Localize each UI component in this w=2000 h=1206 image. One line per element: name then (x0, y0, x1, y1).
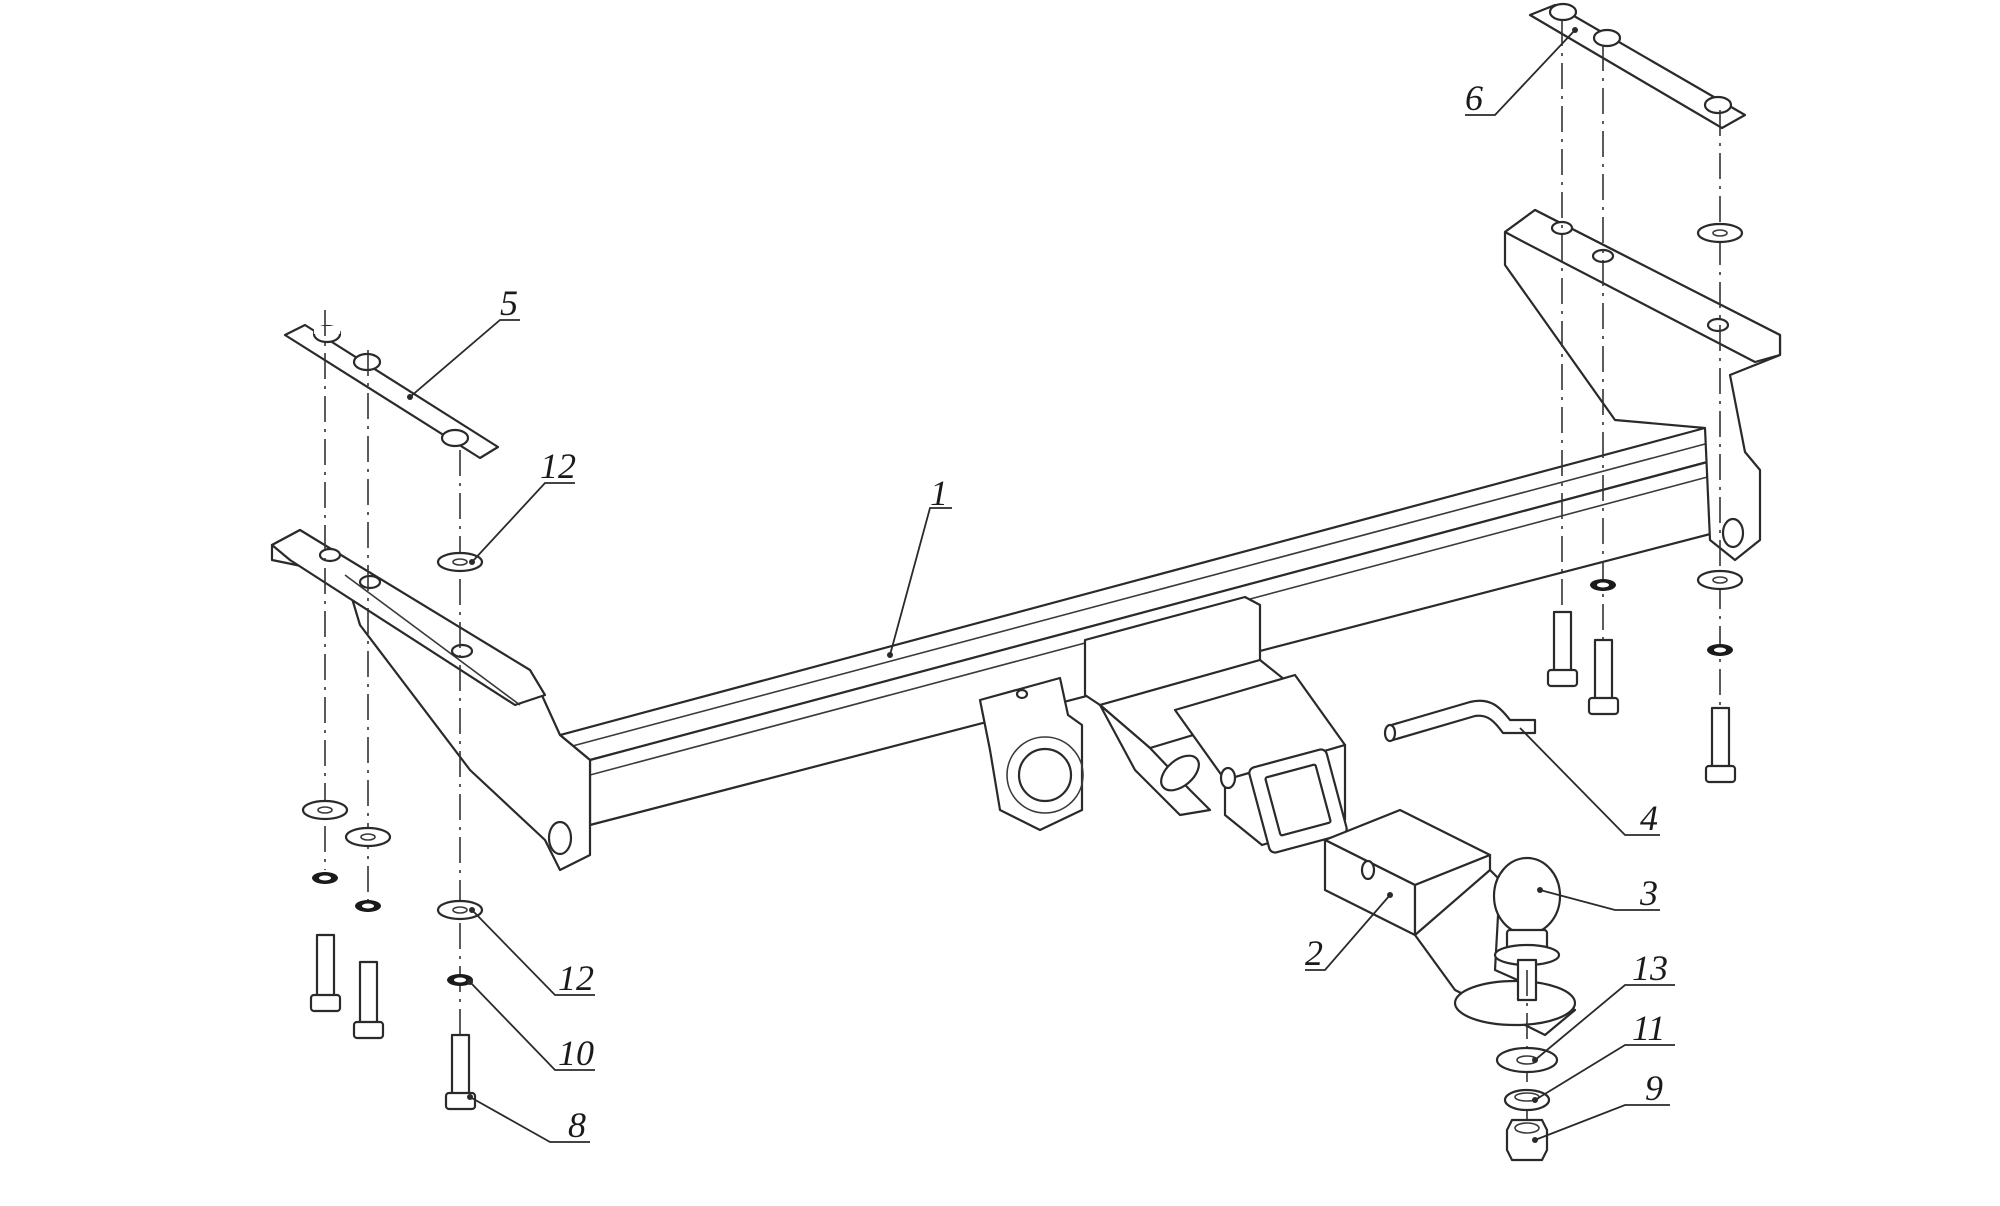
crossbar-part-1 (270, 208, 1782, 872)
tow-ball-part-3 (1492, 856, 1562, 1002)
callout-labels: 1 2 3 4 5 6 8 9 10 11 12 12 13 (500, 78, 1668, 1145)
callout-12-lower: 12 (558, 958, 594, 998)
callout-1: 1 (930, 473, 948, 513)
callout-5: 5 (500, 283, 518, 323)
plate-part-5 (283, 323, 500, 460)
callout-12-upper: 12 (540, 446, 576, 486)
callout-13: 13 (1632, 948, 1668, 988)
callout-8: 8 (568, 1105, 586, 1145)
callout-2: 2 (1305, 933, 1323, 973)
fasteners-right (1495, 222, 1744, 1162)
callout-11: 11 (1632, 1008, 1665, 1048)
leader-lines (407, 27, 1675, 1143)
pin-part-4 (1383, 699, 1537, 743)
callout-3: 3 (1639, 873, 1658, 913)
callout-10: 10 (558, 1033, 594, 1073)
callout-6: 6 (1465, 78, 1483, 118)
fasteners-left (301, 551, 484, 1111)
callout-9: 9 (1645, 1068, 1663, 1108)
callout-4: 4 (1640, 798, 1658, 838)
plate-part-6 (1528, 2, 1747, 130)
